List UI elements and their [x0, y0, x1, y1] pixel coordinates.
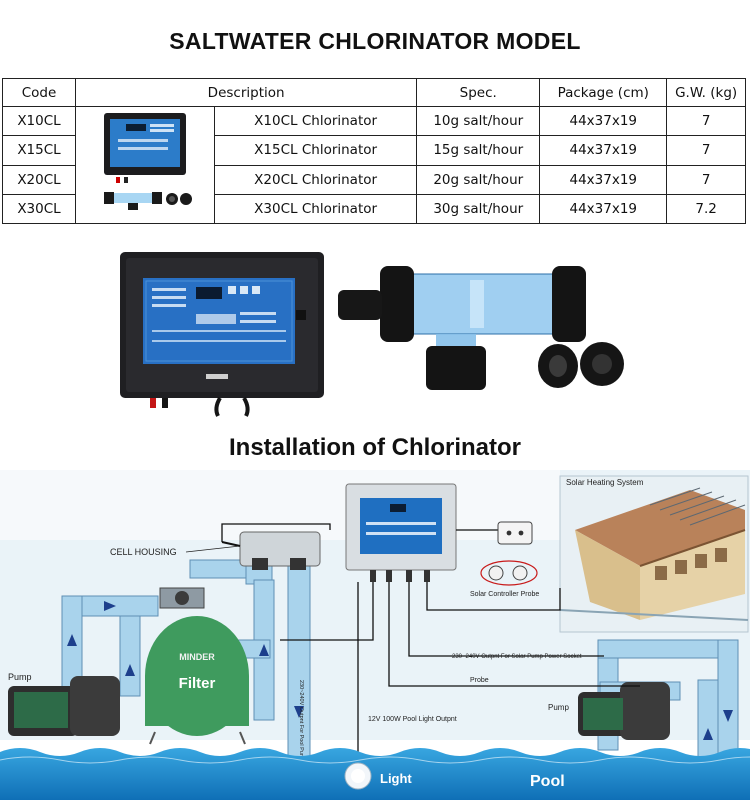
cell-package: 44x37x19: [539, 105, 668, 137]
cell-housing-label: CELL HOUSING: [110, 547, 177, 557]
probe-label: Probe: [470, 677, 489, 684]
pool-label: Pool: [530, 773, 565, 790]
cell-spec: 10g salt/hour: [416, 105, 541, 137]
solar-house-icon: [559, 475, 749, 633]
solar-pump-socket-label: 230~240V Outpnt For Solar Pump Power Soc…: [452, 654, 582, 660]
left-pump-icon: [8, 676, 120, 736]
header-package: Package (cm): [539, 78, 668, 107]
socket-pair-icon: [480, 560, 538, 586]
solar-heating-label: Solar Heating System: [566, 478, 644, 487]
cell-spec: 20g salt/hour: [416, 164, 541, 195]
controller-icon: [345, 483, 457, 582]
cell-description: X10CL Chlorinator: [213, 105, 418, 137]
cell-package: 44x37x19: [539, 193, 668, 225]
cell-spec: 15g salt/hour: [416, 135, 541, 166]
cell-package: 44x37x19: [539, 164, 668, 195]
light-label: Light: [380, 771, 412, 786]
installation-diagram: Solar Heating System CELL HOUSING: [0, 470, 750, 800]
cell-gw: 7: [666, 135, 746, 166]
chlorinator-thumbnail-icon: [104, 113, 192, 210]
chlorinator-cell-icon: [338, 266, 624, 390]
header-description: Description: [74, 78, 418, 107]
install-title: Installation of Chlorinator: [229, 434, 521, 461]
right-pump-icon: [578, 682, 670, 740]
cell-housing-icon: [221, 531, 321, 570]
cell-spec: 30g salt/hour: [416, 193, 541, 225]
controller-box-icon: [120, 252, 324, 417]
pool-light-icon: [344, 762, 372, 790]
page-title: SALTWATER CHLORINATOR MODEL: [169, 28, 581, 54]
table-header-row: Code Description Spec. Package (cm) G.W.…: [2, 78, 746, 107]
product-thumbnail: [75, 106, 215, 224]
light-outlet-label: 12V 100W Pool Light Outpnt: [368, 716, 457, 723]
model-table: Code Description Spec. Package (cm) G.W.…: [2, 78, 746, 225]
cell-description: X20CL Chlorinator: [213, 164, 418, 195]
pump-right-label: Pump: [548, 703, 569, 712]
wiring: [221, 523, 640, 766]
cell-code: X20CL: [2, 164, 76, 195]
cell-code: X15CL: [2, 135, 76, 166]
cell-package: 44x37x19: [539, 135, 668, 166]
filter-label: Filter: [179, 675, 216, 692]
cell-code: X30CL: [2, 193, 76, 225]
table-row: X20CL X20CL Chlorinator 20g salt/hour 44…: [2, 164, 746, 195]
solar-probe-label: Solar Controller Probe: [470, 591, 539, 598]
product-photos: [120, 252, 624, 417]
cell-gw: 7: [666, 164, 746, 195]
cell-gw: 7.2: [666, 193, 746, 225]
pool-water: [0, 748, 750, 800]
filter-brand: MINDER: [179, 652, 215, 662]
power-socket-icon: [497, 521, 533, 545]
header-code: Code: [2, 78, 76, 107]
table-row: X15CL X15CL Chlorinator 15g salt/hour 44…: [2, 135, 746, 166]
cell-description: X30CL Chlorinator: [213, 193, 418, 225]
cell-gw: 7: [666, 105, 746, 137]
cell-code: X10CL: [2, 105, 76, 137]
header-gw: G.W. (kg): [666, 78, 746, 107]
table-row: X30CL X30CL Chlorinator 30g salt/hour 44…: [2, 193, 746, 225]
pool-pump-socket-label: 230~240V Outpnt For Pool Pump Power Sock…: [298, 680, 304, 797]
header-spec: Spec.: [416, 78, 541, 107]
pump-left-label: Pump: [8, 672, 32, 682]
table-row: X10CL X10CL Chlorinator: [2, 105, 746, 224]
filter-icon: [145, 587, 249, 745]
cell-description: X15CL Chlorinator: [213, 135, 418, 166]
